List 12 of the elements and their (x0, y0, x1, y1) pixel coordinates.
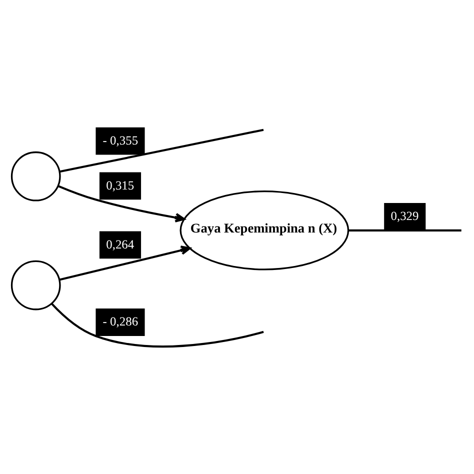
connector (50, 302, 264, 348)
connector (60, 128, 264, 173)
edge-label: 0,315 (106, 178, 134, 192)
arrow (58, 185, 186, 222)
edge-label: - 0,355 (102, 133, 138, 148)
edge-label: 0,264 (106, 237, 134, 252)
arrow (59, 246, 191, 281)
node-circle (10, 151, 61, 202)
node-circle (10, 260, 61, 310)
edge-label: 0,329 (390, 209, 419, 224)
edge-label: - 0,286 (102, 314, 138, 329)
connector (348, 229, 462, 232)
